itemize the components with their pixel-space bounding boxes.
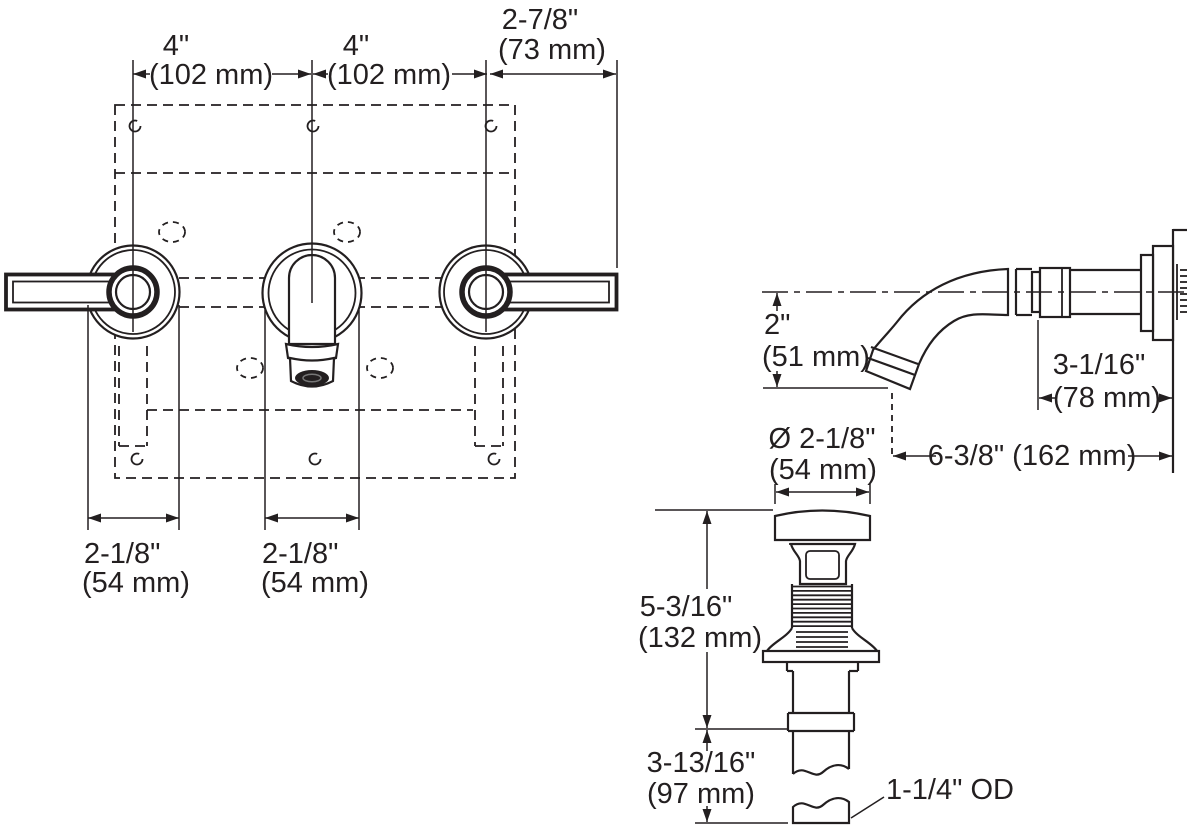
left-handle <box>4 244 181 340</box>
wall-section <box>1171 228 1187 473</box>
label-od: 1-1/4" OD <box>886 774 1014 806</box>
drain-flare <box>766 627 793 652</box>
screw-hole <box>308 452 322 466</box>
dim-lever-length-mm: (73 mm) <box>498 34 606 66</box>
mount-slot-hole <box>158 221 186 243</box>
dim-valve-center-inches: 2-1/8" <box>262 538 338 570</box>
pipe-break-lower <box>791 797 851 825</box>
dim-spacing-right-inches: 4" <box>343 30 369 62</box>
pipe-break-upper <box>792 764 850 776</box>
screw-hole <box>487 452 501 466</box>
drain-view: Ø 2-1/8" (54 mm) 5-3/16" (132 mm) 3-13/1… <box>638 423 1014 825</box>
dim-spacing-right-mm: (102 mm) <box>327 59 451 91</box>
spout-outlet-opening <box>295 370 329 386</box>
trim-front <box>4 60 619 388</box>
dim-lever-length-inches: 2-7/8" <box>502 4 578 36</box>
drain-body <box>761 509 881 825</box>
dim-tail-inches: 3-13/16" <box>647 747 756 779</box>
mount-slot-hole <box>333 221 361 243</box>
screw-hole <box>306 119 320 133</box>
screw-hole <box>130 452 144 466</box>
drain-flange <box>761 649 881 664</box>
front-view: 4" (102 mm) 4" (102 mm) 2-7/8" (73 mm) 2… <box>4 4 619 599</box>
spout-escutcheon-side <box>1151 244 1175 342</box>
dim-cap-dia-mm: (54 mm) <box>769 454 877 486</box>
spout-tip-band <box>870 345 919 366</box>
mount-slot-hole <box>366 357 394 379</box>
screw-hole <box>128 119 142 133</box>
drain-cap <box>773 509 872 542</box>
left-valve-sleeve <box>118 346 148 447</box>
dim-valve-left-inches: 2-1/8" <box>84 538 160 570</box>
dim-valve-left-mm: (54 mm) <box>82 567 190 599</box>
dim-spacing-left-mm: (102 mm) <box>149 59 273 91</box>
screw-hole <box>484 119 498 133</box>
spout-curve <box>864 267 1010 391</box>
wall-threads <box>1176 264 1187 320</box>
dim-valve-center-mm: (54 mm) <box>261 567 369 599</box>
front-view-dimensions: 4" (102 mm) 4" (102 mm) 2-7/8" (73 mm) 2… <box>82 4 618 599</box>
right-handle <box>438 244 619 340</box>
drain-dimensions: Ø 2-1/8" (54 mm) 5-3/16" (132 mm) 3-13/1… <box>638 423 1014 824</box>
od-leader-line <box>850 796 885 819</box>
dim-body-mm: (132 mm) <box>638 622 762 654</box>
dim-wall-inches: 3-1/16" <box>1053 349 1146 381</box>
spout-side-body <box>762 244 1187 391</box>
dim-drop-mm: (51 mm) <box>762 341 870 373</box>
dim-body-inches: 5-3/16" <box>640 591 733 623</box>
dim-cap-dia-inches: Ø 2-1/8" <box>768 423 875 455</box>
right-valve-sleeve <box>474 346 504 447</box>
dim-drop-inches: 2" <box>764 309 790 341</box>
dim-spacing-left-inches: 4" <box>163 30 189 62</box>
spout-side-view: 2" (51 mm) 3-1/16" (78 mm) 6-3/8" (162 m… <box>762 228 1187 473</box>
dim-wall-mm: (78 mm) <box>1053 382 1161 414</box>
mount-slot-hole <box>236 357 264 379</box>
dim-tail-mm: (97 mm) <box>647 778 755 810</box>
spout-side-dimensions: 2" (51 mm) 3-1/16" (78 mm) 6-3/8" (162 m… <box>762 293 1172 472</box>
drain-window <box>805 550 840 580</box>
drain-threads <box>790 584 854 648</box>
dim-reach: 6-3/8" (162 mm) <box>928 440 1137 472</box>
